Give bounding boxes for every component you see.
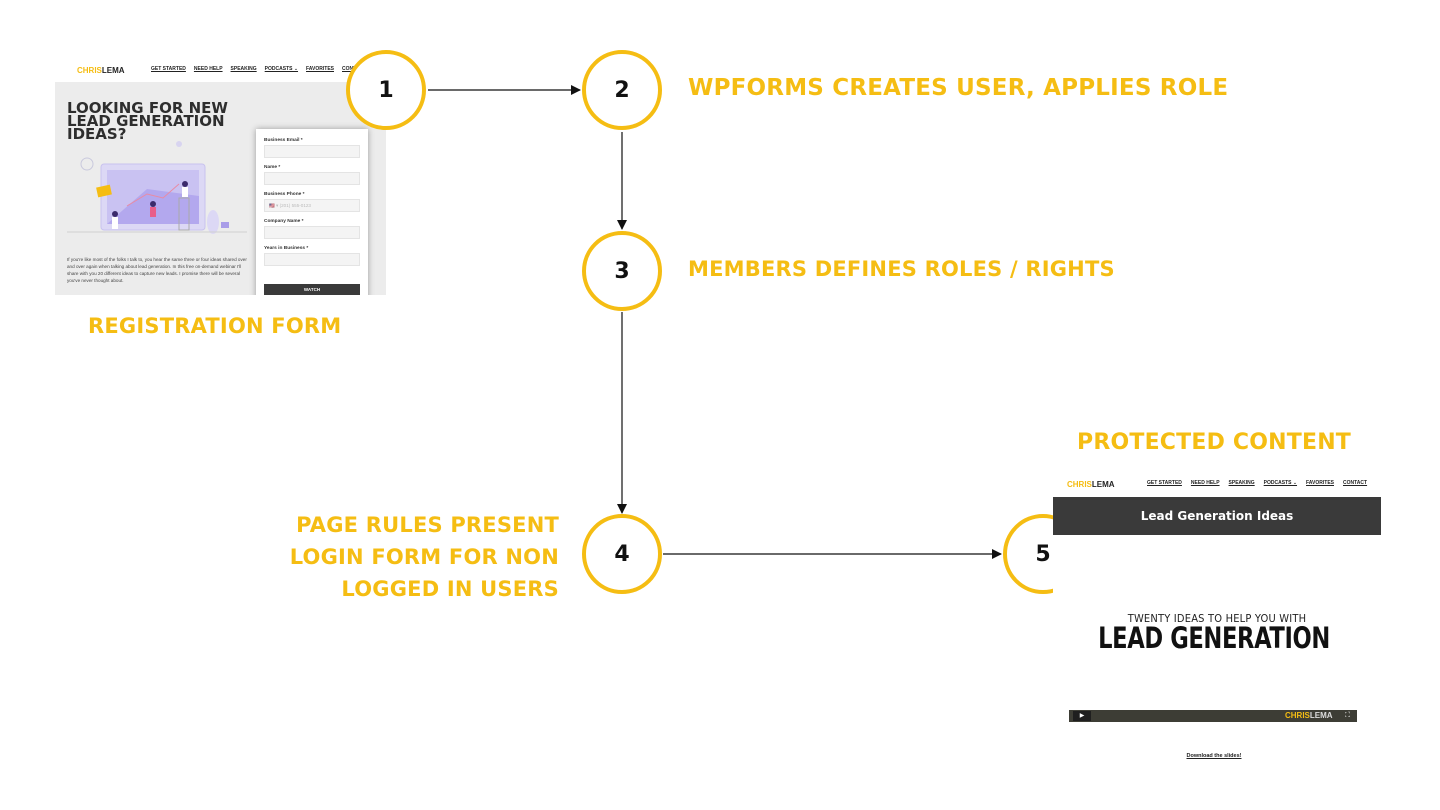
- field-label-years: Years in Business *: [264, 246, 309, 251]
- nav-link-contact[interactable]: CONTACT: [1343, 480, 1368, 486]
- years-field[interactable]: [264, 253, 360, 266]
- email-field[interactable]: [264, 145, 360, 158]
- step-1-circle: 1: [346, 50, 426, 130]
- caption-protected-content: PROTECTED CONTENT: [1077, 430, 1352, 455]
- hero-title: LOOKING FOR NEW LEAD GENERATION IDEAS?: [67, 99, 228, 143]
- registration-form: Business Email * Name * Business Phone *…: [256, 129, 368, 295]
- play-icon[interactable]: ▶: [1073, 711, 1091, 721]
- watch-button[interactable]: WATCH: [264, 284, 360, 295]
- site-nav: CHRISLEMA GET STARTED NEED HELP SPEAKING…: [55, 58, 386, 82]
- step-4-label-line-3: LOGGED IN USERS: [341, 577, 559, 601]
- step-4-number: 4: [614, 541, 630, 567]
- hero-section: LOOKING FOR NEW LEAD GENERATION IDEAS? I…: [55, 82, 386, 295]
- protected-page-screenshot: CHRISLEMA GET STARTED NEED HELP SPEAKING…: [1053, 470, 1381, 770]
- field-label-name: Name *: [264, 165, 281, 170]
- phone-field[interactable]: 🇺🇸 ▾ (201) 555-0123: [264, 199, 360, 212]
- name-field[interactable]: [264, 172, 360, 185]
- nav-link-need-help[interactable]: NEED HELP: [1190, 480, 1220, 486]
- nav-links: GET STARTED NEED HELP SPEAKING PODCASTS …: [151, 66, 366, 72]
- step-1-number: 1: [378, 77, 394, 103]
- step-4-label-line-1: PAGE RULES PRESENT: [296, 513, 559, 537]
- video-player[interactable]: ▶ CHRISLEMA ⛶: [1069, 710, 1357, 722]
- step-4-circle: 4: [582, 514, 662, 594]
- video-watermark-logo: CHRISLEMA: [1285, 711, 1333, 720]
- protected-site-logo: CHRISLEMA: [1067, 480, 1115, 489]
- protected-nav-links: GET STARTED NEED HELP SPEAKING PODCASTS …: [1147, 480, 1367, 486]
- nav-link-get-started[interactable]: GET STARTED: [1147, 480, 1182, 486]
- nav-link-need-help[interactable]: NEED HELP: [193, 66, 223, 72]
- download-slides-link[interactable]: Download the slides!: [1186, 753, 1242, 759]
- step-4-label: PAGE RULES PRESENT LOGIN FORM FOR NON LO…: [262, 509, 559, 605]
- content-title: LEAD GENERATION: [1098, 621, 1330, 655]
- nav-link-favorites[interactable]: FAVORITES: [306, 66, 334, 72]
- content-subtitle: TWENTY IDEAS TO HELP YOU WITH: [1127, 612, 1307, 625]
- hero-paragraph: If you're like most of the folks I talk …: [67, 257, 247, 283]
- field-label-email: Business Email *: [264, 138, 303, 143]
- step-2-circle: 2: [582, 50, 662, 130]
- step-2-number: 2: [614, 77, 630, 103]
- nav-link-podcasts[interactable]: PODCASTS ⌄: [264, 66, 299, 72]
- site-logo: CHRISLEMA: [77, 66, 125, 75]
- step-2-label: WPFORMS CREATES USER, APPLIES ROLE: [688, 75, 1229, 101]
- company-field[interactable]: [264, 226, 360, 239]
- field-label-company: Company Name *: [264, 219, 304, 224]
- registration-page-screenshot: CHRISLEMA GET STARTED NEED HELP SPEAKING…: [55, 58, 386, 295]
- nav-link-get-started[interactable]: GET STARTED: [151, 66, 186, 72]
- step-5-number: 5: [1035, 541, 1051, 567]
- nav-link-favorites[interactable]: FAVORITES: [1306, 480, 1334, 486]
- nav-link-speaking[interactable]: SPEAKING: [1228, 480, 1255, 486]
- field-label-phone: Business Phone *: [264, 192, 305, 197]
- page-banner-title: Lead Generation Ideas: [1053, 497, 1381, 535]
- step-4-label-line-2: LOGIN FORM FOR NON: [289, 545, 559, 569]
- step-3-circle: 3: [582, 231, 662, 311]
- step-3-label: MEMBERS DEFINES ROLES / RIGHTS: [688, 257, 1115, 281]
- caption-registration-form: REGISTRATION FORM: [88, 314, 342, 338]
- nav-link-podcasts[interactable]: PODCASTS ⌄: [1263, 480, 1298, 486]
- nav-link-speaking[interactable]: SPEAKING: [230, 66, 257, 72]
- fullscreen-icon[interactable]: ⛶: [1345, 712, 1350, 719]
- lead-generation-illustration: [67, 141, 247, 234]
- step-3-number: 3: [614, 258, 630, 284]
